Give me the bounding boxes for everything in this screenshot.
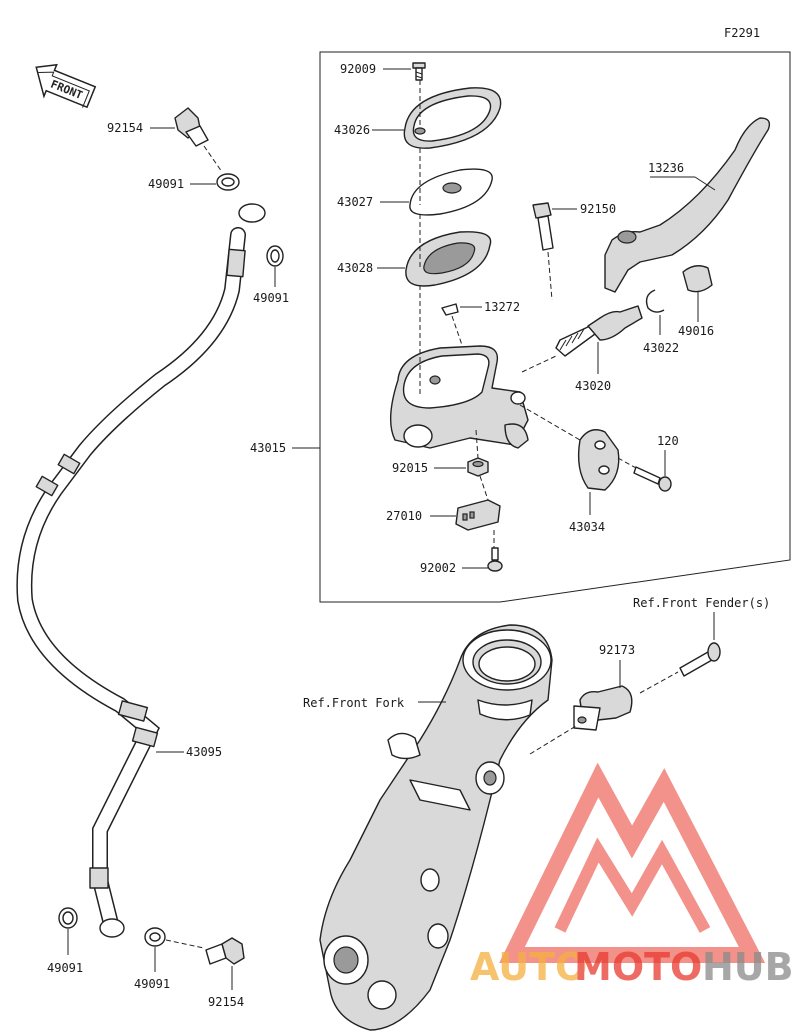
- diagram-code: F2291: [724, 26, 760, 40]
- master-cylinder-43015: [390, 345, 529, 449]
- lever-13236: [604, 117, 771, 293]
- label-43020: 43020: [575, 379, 611, 393]
- label-43022: 43022: [643, 341, 679, 355]
- brake-hose-43095: [16, 203, 266, 938]
- clip-13272: [441, 303, 459, 316]
- boot-49016: [682, 265, 713, 293]
- watermark-word-auto: AUTO: [470, 945, 587, 989]
- label-92002: 92002: [420, 561, 456, 575]
- reservoir-cap-43026: [403, 87, 502, 149]
- label-43034: 43034: [569, 520, 605, 534]
- label-49091-a: 49091: [148, 177, 184, 191]
- label-49091-b: 49091: [253, 291, 289, 305]
- bolt-120: [633, 466, 672, 492]
- bolt-92150: [532, 202, 554, 251]
- label-92173: 92173: [599, 643, 635, 657]
- watermark-triangle-shape: [499, 762, 766, 963]
- label-49091-c: 49091: [47, 961, 83, 975]
- banjo-bolt-92154-top: [174, 107, 209, 147]
- label-43095: 43095: [186, 745, 222, 759]
- label-92154-top: 92154: [107, 121, 143, 135]
- label-92009: 92009: [340, 62, 376, 76]
- label-13236: 13236: [648, 161, 684, 175]
- assembly-boundary: [319, 51, 791, 603]
- plate-43027: [409, 168, 493, 216]
- label-27010: 27010: [386, 509, 422, 523]
- label-92150: 92150: [580, 202, 616, 216]
- front-fork: [319, 624, 553, 1031]
- label-ref-front-fork: Ref.Front Fork: [303, 696, 405, 710]
- watermark-logo: [499, 762, 766, 963]
- nut-92015: [467, 457, 489, 477]
- banjo-bolt-92154-bottom: [205, 937, 245, 965]
- label-43015: 43015: [250, 441, 286, 455]
- label-13272: 13272: [484, 300, 520, 314]
- label-92015: 92015: [392, 461, 428, 475]
- watermark-word-hub: HUB: [702, 945, 794, 989]
- watermark-word-moto: MOTO: [574, 945, 702, 989]
- label-ref-front-fender: Ref.Front Fender(s): [633, 596, 770, 610]
- snap-ring-43022: [645, 289, 665, 313]
- clamp-43034: [577, 429, 620, 491]
- label-49091-d: 49091: [134, 977, 170, 991]
- label-43028: 43028: [337, 261, 373, 275]
- diaphragm-43028: [405, 231, 492, 287]
- fender-bolt: [679, 642, 721, 677]
- label-43026: 43026: [334, 123, 370, 137]
- label-92154-bottom: 92154: [208, 995, 244, 1009]
- watermark-text: AUTO MOTO HUB: [470, 945, 794, 989]
- screw-92002: [487, 547, 503, 572]
- front-arrow-icon: FRONT: [35, 63, 97, 109]
- screw-92009: [412, 62, 426, 81]
- label-120: 120: [657, 434, 679, 448]
- switch-27010: [455, 499, 501, 531]
- watermark-inner-shape: [554, 837, 711, 933]
- clamp-92173: [573, 685, 633, 731]
- piston-kit-43020: [555, 305, 643, 357]
- label-49016: 49016: [678, 324, 714, 338]
- label-43027: 43027: [337, 195, 373, 209]
